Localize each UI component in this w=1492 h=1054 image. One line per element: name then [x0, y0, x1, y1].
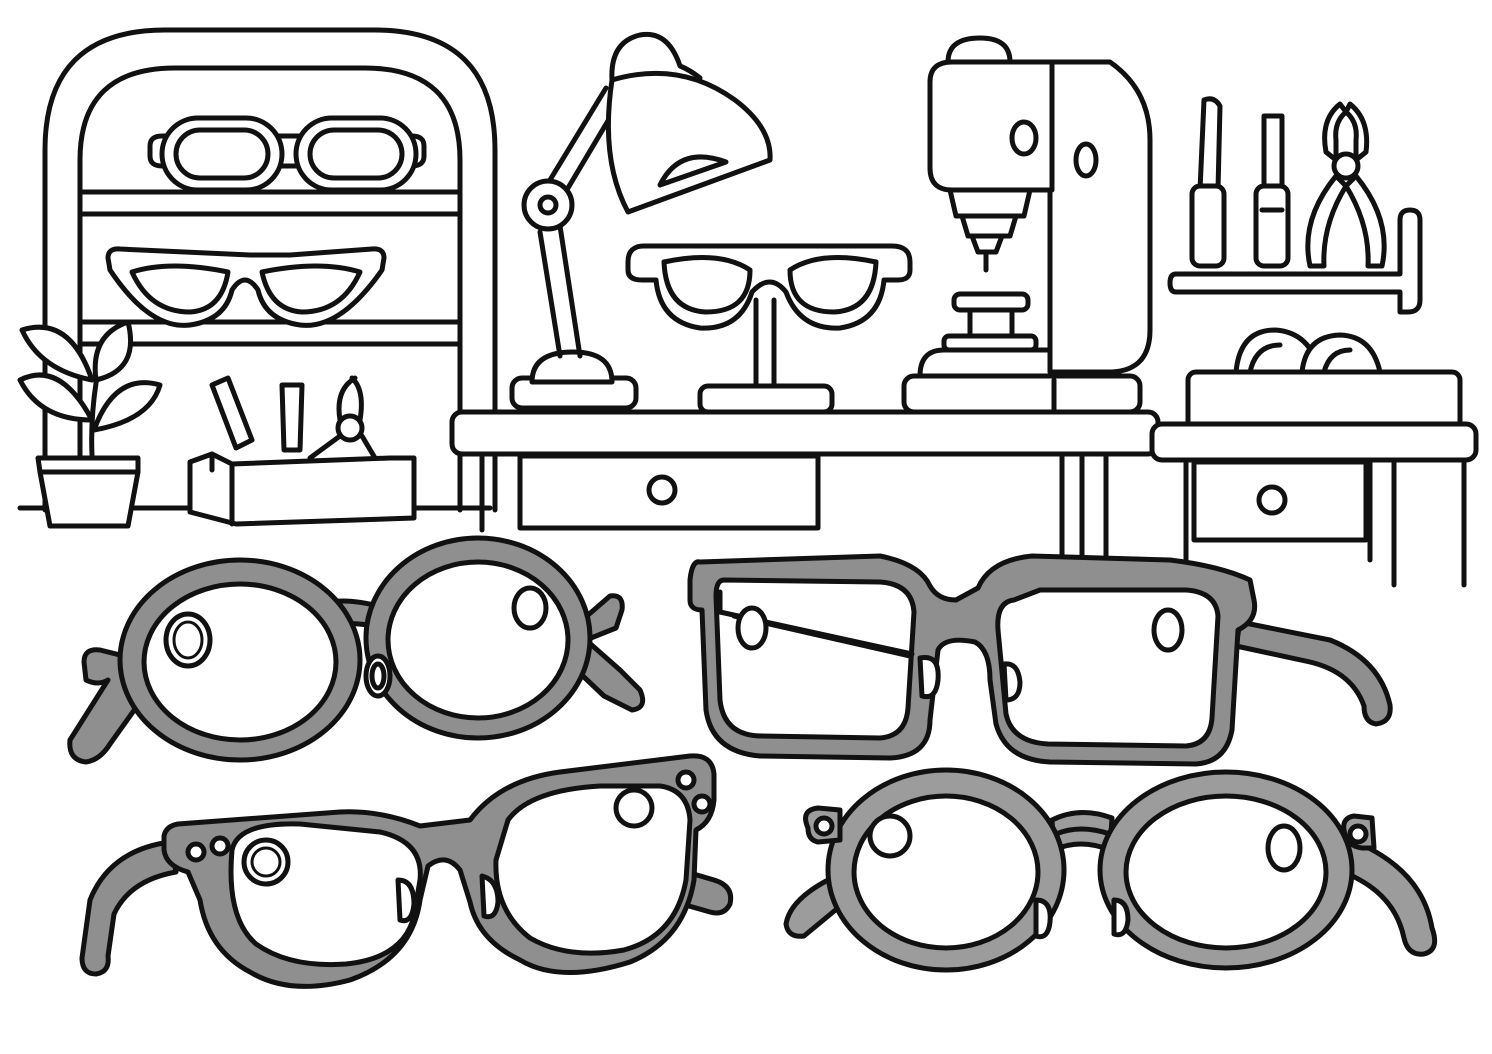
lens-drill-machine	[901, 35, 1153, 415]
keyhole-glasses	[783, 767, 1438, 973]
side-table	[1149, 327, 1479, 588]
tool-rack	[1167, 96, 1423, 315]
browline-glasses	[79, 753, 734, 989]
potted-plant	[17, 319, 163, 529]
workbench-desk	[449, 409, 1161, 558]
display-glasses-round	[147, 115, 427, 193]
tool-box-left	[187, 375, 417, 527]
glasses-on-stand	[625, 243, 913, 415]
round-glasses	[67, 535, 646, 765]
rectangular-glasses	[687, 553, 1393, 767]
desk-lamp	[509, 31, 773, 411]
display-glasses-cat-eye	[105, 246, 387, 328]
